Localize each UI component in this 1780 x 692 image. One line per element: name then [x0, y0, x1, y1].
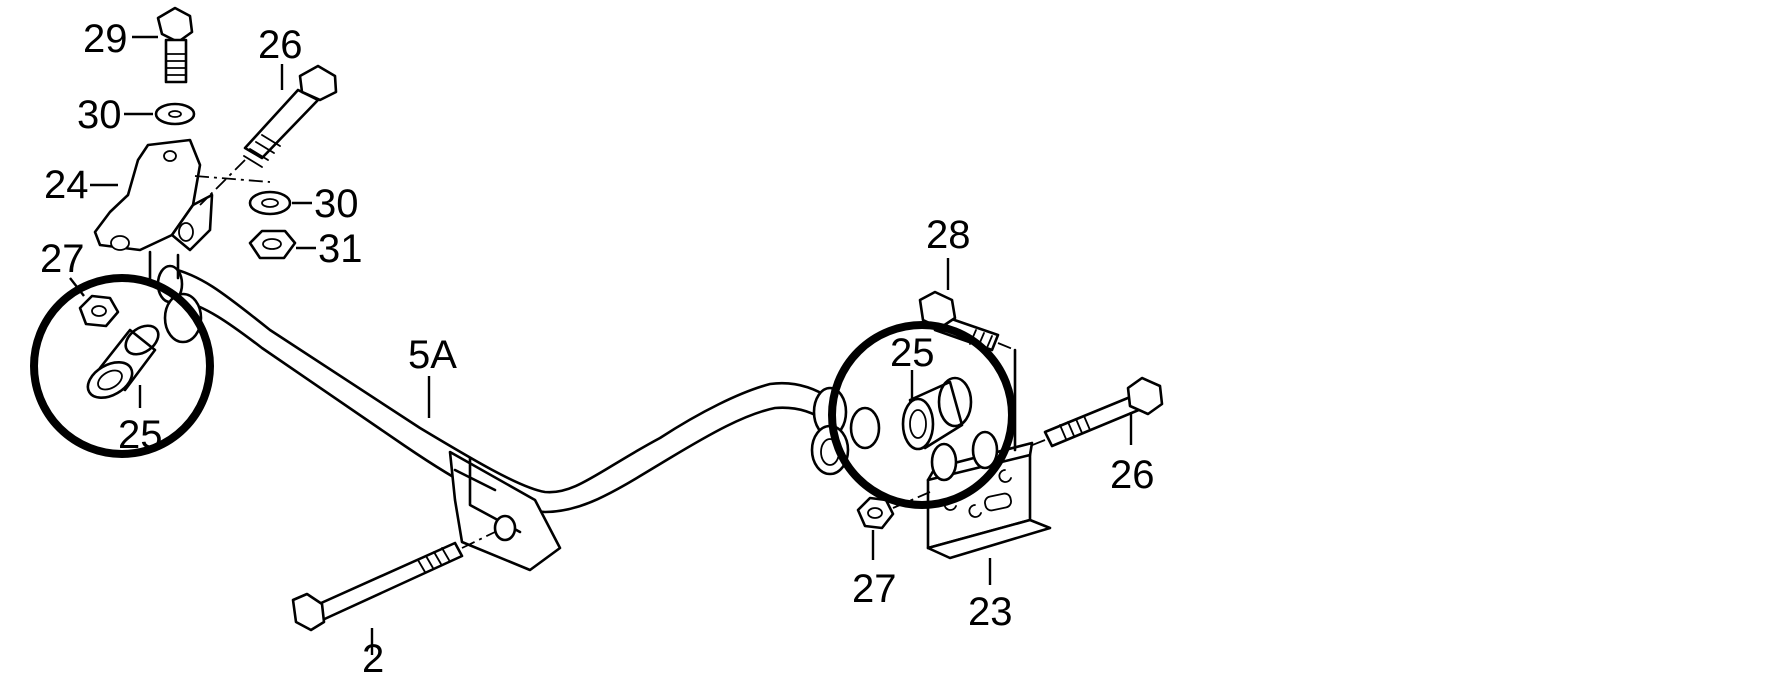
callout-23: 23 — [968, 590, 1013, 634]
nut-31 — [248, 229, 297, 260]
nut-27-left — [78, 294, 120, 328]
leader-lines — [69, 35, 1133, 655]
callout-25-left: 25 — [118, 413, 163, 457]
highlight-circle-right — [828, 321, 1016, 509]
callout-30-left: 30 — [77, 93, 122, 137]
right-mount-bracket — [926, 348, 1052, 560]
callout-26-right: 26 — [1110, 453, 1155, 497]
bushing-25-left — [86, 292, 203, 399]
lower-mount-bracket — [448, 450, 562, 572]
washer-30-right — [248, 190, 292, 216]
bushing-25-right — [901, 376, 973, 451]
callout-28: 28 — [926, 213, 971, 257]
callout-30-right: 30 — [314, 182, 359, 226]
callout-25-right: 25 — [890, 331, 935, 375]
left-clamp-bracket — [93, 138, 214, 284]
lower-bolt — [291, 531, 496, 632]
bolt-26-top — [199, 64, 338, 206]
callout-2: 2 — [362, 637, 384, 681]
callout-29: 29 — [83, 17, 128, 61]
callout-5a: 5A — [408, 333, 457, 377]
callout-27-right: 27 — [852, 567, 897, 611]
highlight-circle-left — [30, 274, 214, 458]
callout-26-top: 26 — [258, 23, 303, 67]
stabilizer-bar — [156, 264, 832, 514]
bolt-29 — [156, 6, 194, 84]
callout-31: 31 — [318, 227, 363, 271]
washer-30-left — [154, 102, 196, 126]
callout-27-left: 27 — [40, 237, 85, 281]
callout-24: 24 — [44, 163, 89, 207]
bolt-26-right — [1029, 376, 1164, 448]
